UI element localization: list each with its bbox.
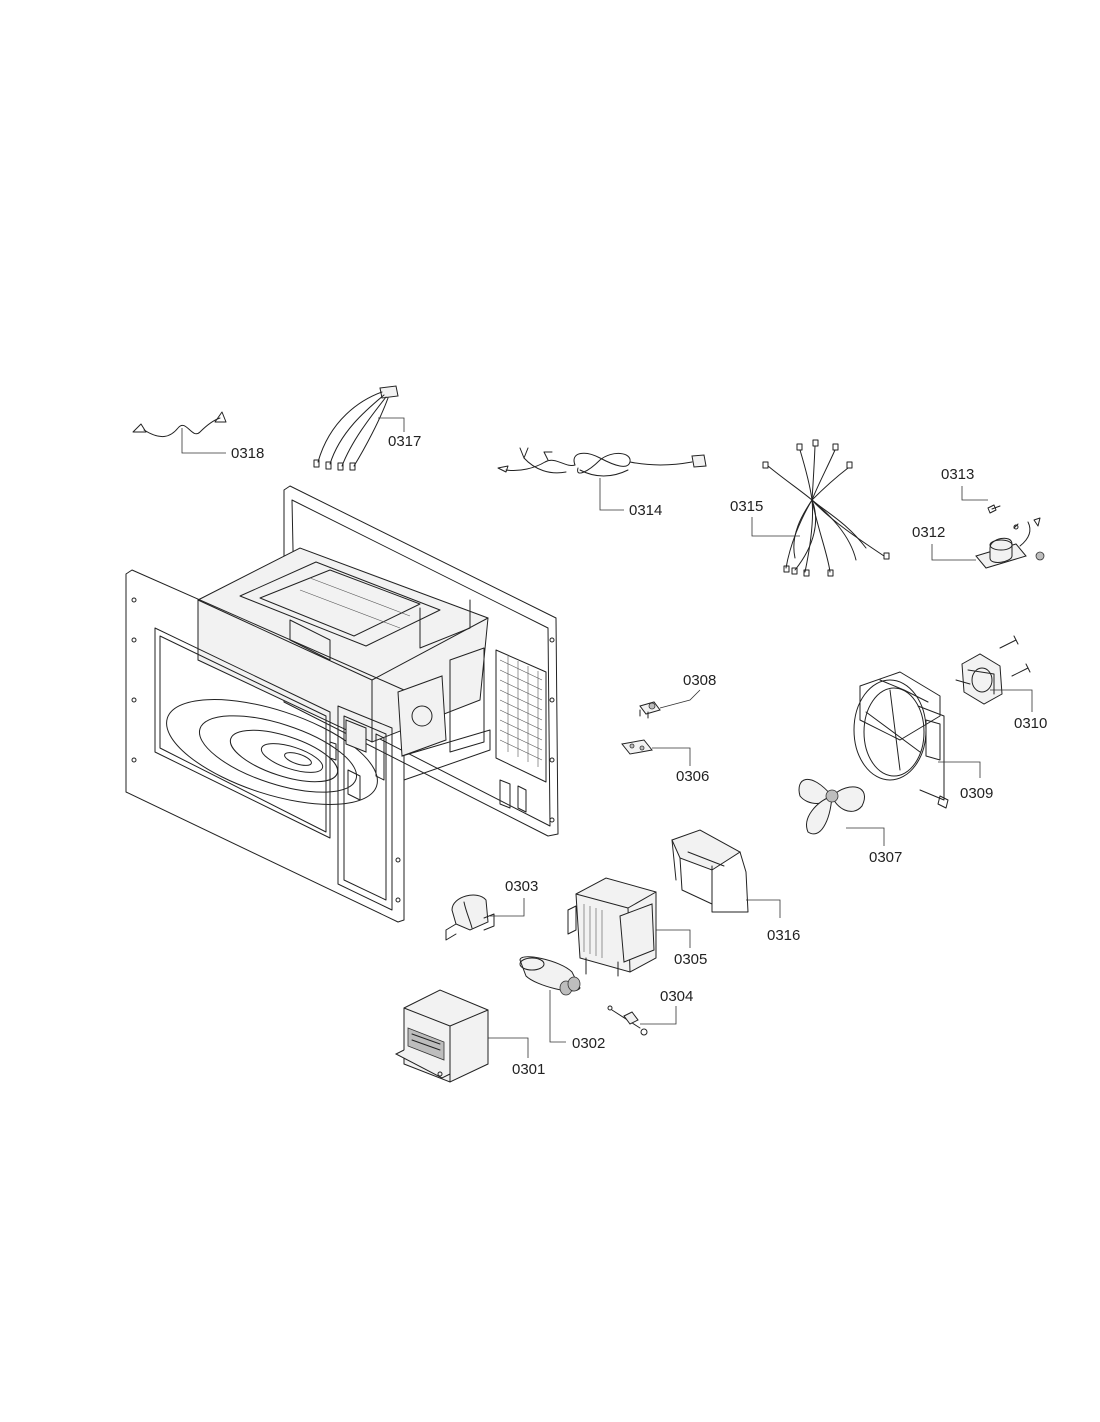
label-0313: 0313 [941, 466, 974, 483]
part-0304-hv-diode[interactable] [607, 1005, 648, 1036]
leader-0306 [652, 747, 691, 766]
part-0317-wire-harness[interactable] [313, 385, 399, 471]
part-0318-wire[interactable] [132, 411, 227, 437]
part-0306-fuse-holder[interactable] [621, 739, 653, 755]
label-0318: 0318 [231, 445, 264, 462]
part-0307-fan-blade[interactable] [798, 778, 865, 835]
leader-0301 [488, 1037, 529, 1058]
leader-0317 [378, 417, 405, 432]
leader-0307 [846, 827, 885, 846]
part-0313-screw[interactable] [987, 504, 1001, 514]
part-0302-capacitor[interactable] [519, 956, 581, 996]
label-0304: 0304 [660, 988, 693, 1005]
leader-0308 [659, 689, 701, 709]
leader-0313 [961, 486, 988, 501]
leader-0302 [549, 990, 566, 1043]
part-0314-wire-harness[interactable] [497, 447, 707, 477]
label-0307: 0307 [869, 849, 902, 866]
oven-cavity-chassis[interactable] [125, 485, 559, 923]
leader-0316 [746, 899, 781, 918]
label-0301: 0301 [512, 1061, 545, 1078]
label-0306: 0306 [676, 768, 709, 785]
rear-vent-grille [495, 649, 547, 813]
part-0308-thermostat[interactable] [639, 701, 661, 719]
label-0312: 0312 [912, 524, 945, 541]
leader-0314 [599, 478, 624, 511]
leader-0303 [490, 898, 525, 917]
label-0303: 0303 [505, 878, 538, 895]
label-0314: 0314 [629, 502, 662, 519]
label-0316: 0316 [767, 927, 800, 944]
part-0316-air-guide[interactable] [671, 829, 749, 913]
leader-0304 [640, 1006, 677, 1025]
part-0310-fan-motor[interactable] [955, 635, 1031, 705]
label-0302: 0302 [572, 1035, 605, 1052]
part-0312-relay-board[interactable] [975, 517, 1045, 569]
label-0315: 0315 [730, 498, 763, 515]
label-0308: 0308 [683, 672, 716, 689]
part-0315-wire-bundle[interactable] [762, 439, 890, 577]
label-0310: 0310 [1014, 715, 1047, 732]
part-0305-magnetron[interactable] [567, 877, 657, 977]
leader-0312 [931, 544, 976, 561]
label-0317: 0317 [388, 433, 421, 450]
leader-0315 [751, 517, 800, 537]
label-0305: 0305 [674, 951, 707, 968]
leader-0318 [181, 428, 226, 454]
part-0309-fan-bracket[interactable] [853, 671, 949, 809]
leader-0309 [938, 761, 981, 778]
part-0301-hv-transformer[interactable] [394, 989, 489, 1083]
label-0309: 0309 [960, 785, 993, 802]
leader-0305 [656, 929, 691, 948]
leader-0310 [990, 689, 1033, 712]
part-0303-capacitor-bracket[interactable] [445, 894, 495, 941]
